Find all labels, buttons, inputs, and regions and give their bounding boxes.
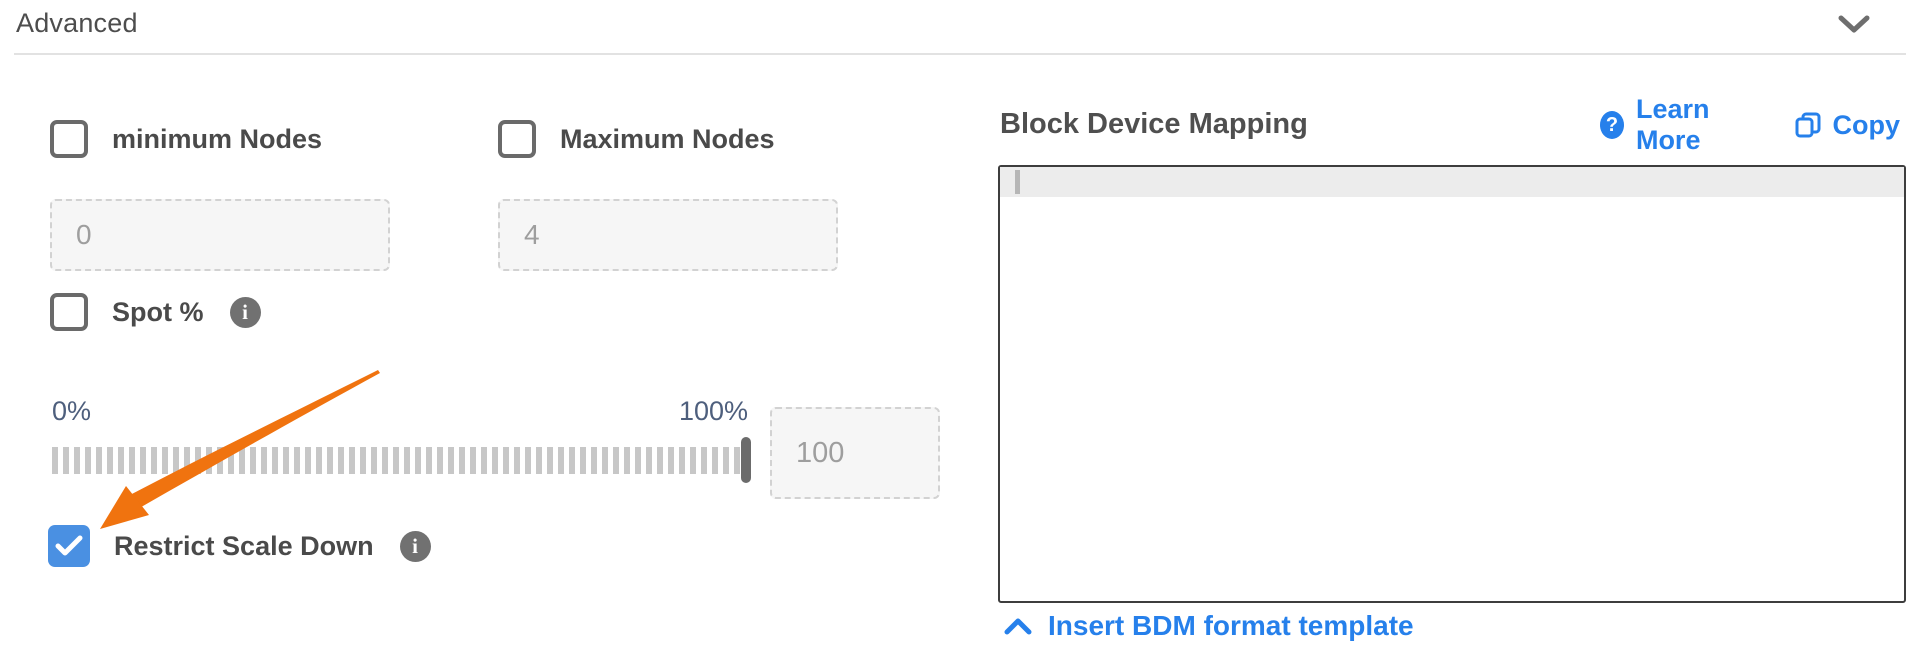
spot-percent-input[interactable] [770,407,940,499]
checkmark-icon [55,535,83,556]
slider-track[interactable] [52,437,751,483]
minimum-nodes-label: minimum Nodes [112,123,323,154]
bdm-title: Block Device Mapping [1000,108,1308,140]
copy-button[interactable]: Copy [1795,109,1901,141]
minimum-nodes-input[interactable] [50,199,390,271]
copy-label: Copy [1832,109,1901,140]
question-circle-icon: ? [1600,111,1624,139]
section-title: Advanced [16,8,138,38]
spot-percent-field: Spot % i [50,293,261,331]
chevron-down-icon [1838,15,1870,33]
info-icon[interactable]: i [399,530,431,562]
learn-more-label: Learn More [1635,94,1710,155]
slider-min-label: 0% [52,396,92,426]
restrict-scale-down-field: Restrict Scale Down i [48,525,431,567]
minimum-nodes-checkbox[interactable] [50,120,88,158]
maximum-nodes-field: Maximum Nodes [498,120,775,158]
collapse-section-button[interactable] [1834,8,1874,42]
insert-bdm-template-link[interactable]: Insert BDM format template [1004,610,1414,642]
bdm-header-links: ? Learn More Copy [1600,94,1901,155]
editor-caret [1015,170,1020,194]
restrict-scale-down-checkbox[interactable] [48,525,90,567]
bdm-editor[interactable] [998,165,1906,603]
copy-icon [1795,112,1820,138]
editor-active-line [1000,167,1904,197]
learn-more-link[interactable]: ? Learn More [1600,94,1761,156]
spot-percent-slider: 0% 100% [52,396,751,483]
chevron-up-icon [1004,618,1032,635]
info-icon[interactable]: i [229,296,261,328]
maximum-nodes-input[interactable] [498,199,838,271]
spot-percent-label: Spot % [112,296,204,327]
minimum-nodes-field: minimum Nodes [50,120,322,158]
maximum-nodes-checkbox[interactable] [498,120,536,158]
spot-percent-checkbox[interactable] [50,293,88,331]
maximum-nodes-label: Maximum Nodes [560,123,775,154]
slider-handle[interactable] [741,437,751,483]
restrict-scale-down-label: Restrict Scale Down [114,530,374,561]
insert-bdm-template-label: Insert BDM format template [1048,610,1414,641]
section-divider [14,53,1906,55]
slider-max-label: 100% [678,396,748,426]
